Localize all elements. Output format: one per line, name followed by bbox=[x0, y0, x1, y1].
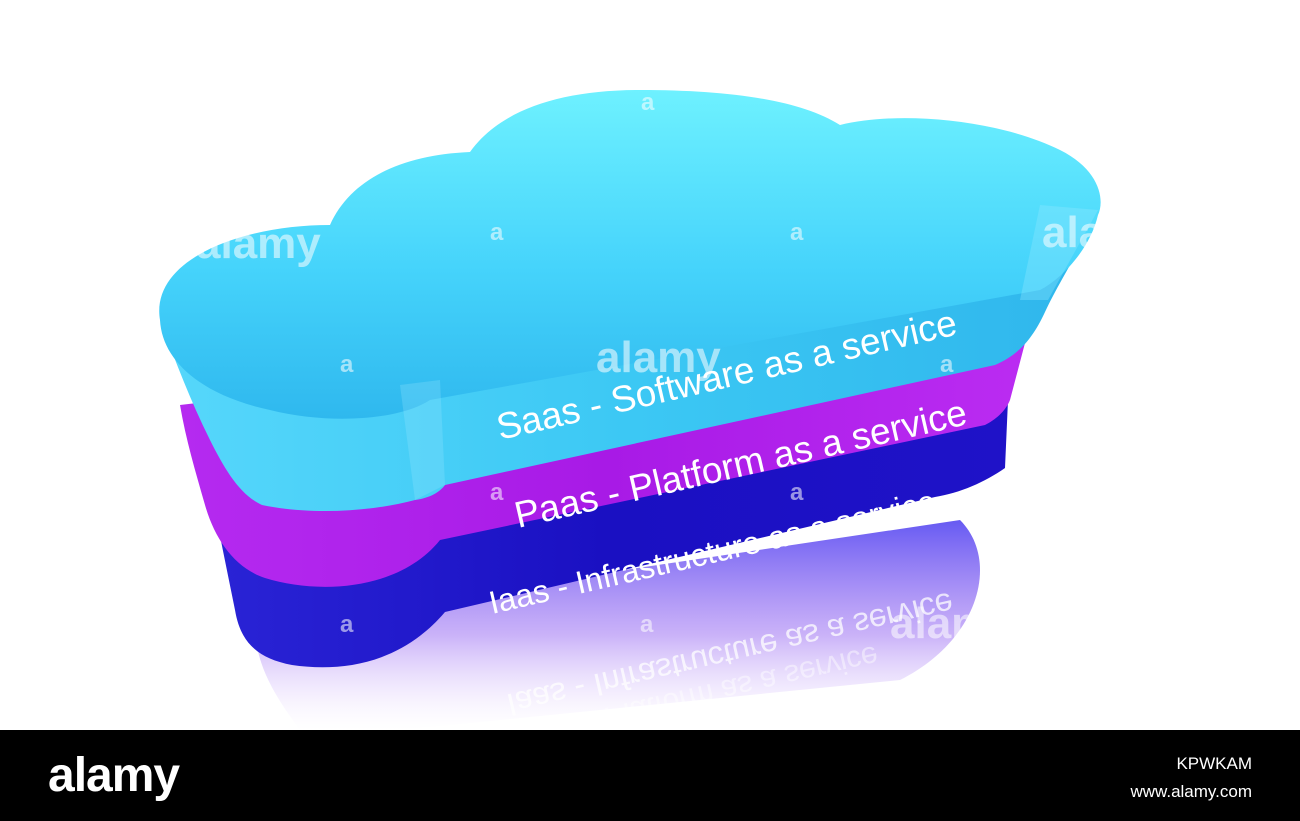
cloud-illustration: Saas - Software as a service Paas - Plat… bbox=[159, 89, 1167, 730]
footer-logo[interactable]: alamy bbox=[48, 749, 180, 802]
watermark-alamy-center: alamy bbox=[596, 333, 721, 382]
watermark-a-4: a bbox=[340, 351, 354, 378]
watermark-group: alamy alamy alamy alamy a a a a a a a a … bbox=[196, 89, 1167, 648]
footer-bar: alamy KPWKAM www.alamy.com bbox=[0, 730, 1300, 821]
watermark-alamy-floor: alamy bbox=[890, 599, 1015, 648]
watermark-a-5: a bbox=[940, 351, 954, 378]
watermark-alamy-right: alamy bbox=[1042, 208, 1167, 257]
watermark-a-1: a bbox=[641, 89, 655, 116]
cloud-top bbox=[159, 90, 1101, 419]
image-id: KPWKAM bbox=[1176, 754, 1252, 773]
watermark-a-3: a bbox=[790, 219, 804, 246]
watermark-a-8: a bbox=[340, 611, 354, 638]
watermark-a-2: a bbox=[490, 219, 504, 246]
watermark-a-7: a bbox=[790, 479, 804, 506]
watermark-a-9: a bbox=[640, 611, 654, 638]
watermark-alamy-left: alamy bbox=[196, 219, 321, 268]
cloud-diagram: Saas - Software as a service Paas - Plat… bbox=[159, 89, 1167, 730]
footer-url[interactable]: www.alamy.com bbox=[1130, 782, 1252, 801]
floor-reflection bbox=[255, 520, 980, 730]
watermark-a-6: a bbox=[490, 479, 504, 506]
